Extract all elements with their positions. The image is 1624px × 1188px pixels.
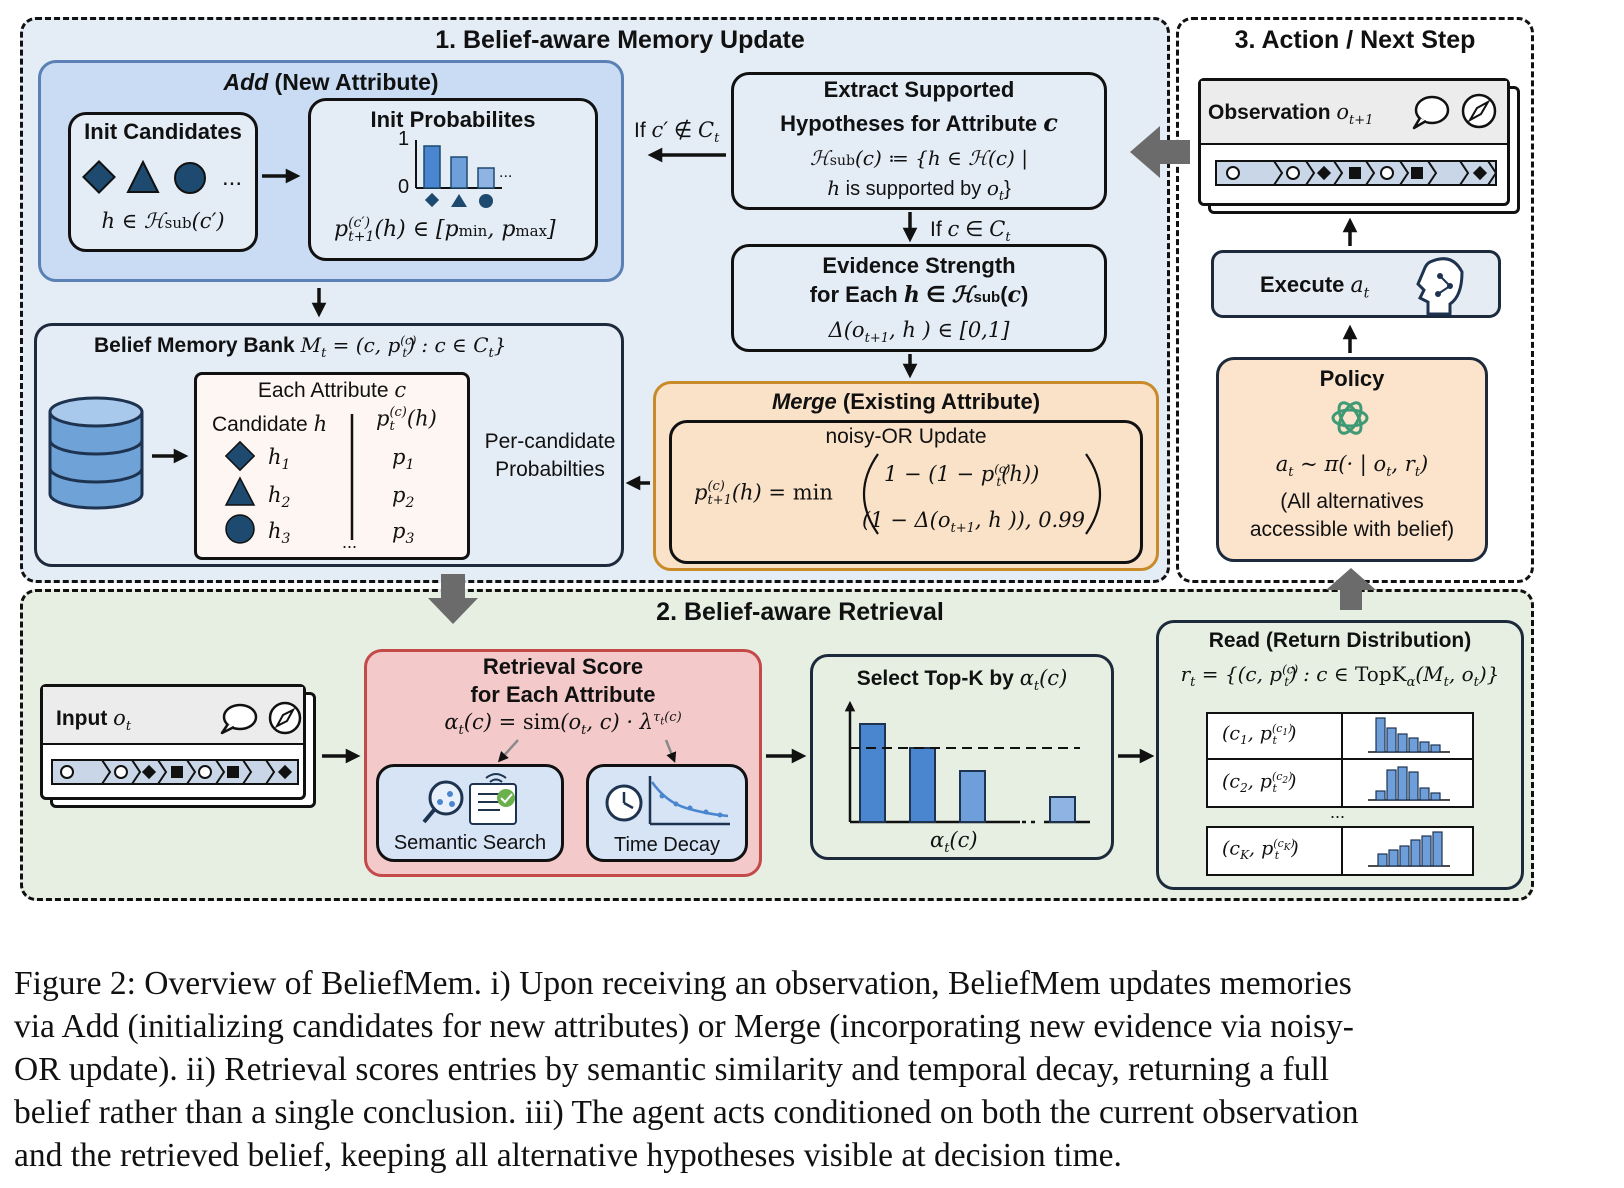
init-prob-mini-chart: [415, 140, 502, 208]
col-candidate: Candidate h: [212, 412, 328, 436]
input-label: Input ot: [56, 706, 132, 735]
figure-caption: Figure 2: Overview of BeliefMem. i) Upon…: [14, 962, 1614, 1177]
section1-title: 1. Belief-aware Memory Update: [435, 26, 805, 54]
col-prob: p(c)t(h): [376, 405, 437, 434]
observation-label: Observation ot+1: [1208, 100, 1374, 129]
candidates-ellipsis: ...: [222, 164, 243, 191]
observation-sequence: [1215, 160, 1498, 186]
row-h1: h1: [268, 445, 291, 474]
topk-bar-chart: [844, 700, 1090, 824]
evidence-formula: Δ(ot+1, h ) ∈ [0,1]: [828, 318, 1010, 347]
read-row-1-label: (c1, p(c1)t ): [1222, 722, 1297, 748]
read-mini-hist-2: [1368, 766, 1450, 801]
caption-line-1: Figure 2: Overview of BeliefMem. i) Upon…: [14, 965, 1352, 1002]
evidence-box: [731, 244, 1107, 352]
execute-label: Execute at: [1260, 272, 1370, 302]
observation-header: [1201, 81, 1507, 145]
gray-arrow-read-to-policy: [1326, 568, 1376, 610]
prob-formula: p(c′)t+1(h) ∈ [pmin, pmax]: [334, 215, 556, 245]
init-candidates-title: Init Candidates: [84, 119, 242, 144]
compass-icon: [1461, 93, 1497, 129]
condition-new-attribute: If c′ ∉ Ct: [634, 118, 720, 147]
row-p2: p2: [392, 483, 415, 512]
input-chat-bubble-icon: [220, 703, 258, 735]
row-h2: h2: [268, 483, 291, 512]
robot-head-icon: [1416, 257, 1464, 316]
merge-formula-bottom: (1 − Δ(ot+1, h )), 0.99: [862, 508, 1085, 537]
noisy-or-title: noisy-OR Update: [825, 425, 987, 448]
read-title: Read (Return Distribution): [1208, 629, 1472, 652]
policy-note-line2: accessible with belief): [1249, 518, 1455, 541]
read-mini-hist-k: [1368, 831, 1450, 867]
prob-axis-one: 1: [398, 128, 410, 150]
policy-formula: at ~ π(· | ot, rt): [1275, 452, 1429, 481]
candidate-diamond-icon: [82, 160, 116, 194]
input-header: [43, 687, 303, 745]
evidence-title-line1: Evidence Strength: [822, 253, 1016, 278]
openai-logo-icon: [1331, 401, 1369, 435]
read-mini-hist-1: [1368, 717, 1450, 753]
extract-formula-line1: ℋsub(c) ≔ {h ∈ ℋ(c) |: [810, 146, 1028, 170]
table-ellipsis: ...: [342, 532, 358, 552]
policy-box: [1216, 357, 1488, 562]
candidate-circle-icon: [174, 162, 206, 194]
select-topk-xlabel: αt(c): [930, 828, 978, 857]
read-row-k-label: (cK, p(cK)t ): [1222, 837, 1299, 863]
row-h3: h3: [268, 519, 291, 548]
caption-line-3: OR update). ii) Retrieval scores entries…: [14, 1051, 1330, 1088]
select-topk-title: Select Top-K by αt(c): [856, 666, 1068, 695]
each-attribute-label: Each Attribute c: [257, 378, 407, 402]
gray-arrow-observation-to-extract: [1130, 126, 1190, 178]
noisy-or-box: [669, 420, 1143, 564]
candidate-triangle-icon: [126, 159, 160, 193]
gray-arrow-memory-to-retrieval: [428, 574, 478, 624]
merge-formula-top: 1 − (1 − p(c)t(h)): [884, 462, 1040, 490]
add-title: Add (New Attribute): [223, 69, 439, 95]
row-p3: p3: [392, 519, 415, 548]
prob-ellipsis: ...: [499, 164, 513, 181]
time-decay-label: Time Decay: [614, 834, 720, 856]
database-icon: [48, 396, 144, 510]
semantic-search-icon: [422, 773, 517, 825]
prob-axis-zero: 0: [398, 176, 410, 198]
input-sequence: [51, 759, 299, 785]
retrieval-formula: αt(c) = sim(ot, c) · λτt(c): [444, 710, 682, 739]
retrieval-title-line1: Retrieval Score: [482, 654, 644, 679]
read-formula: rt = {(c, p(c)t) : c ∈ TopKα(Mt, ot)}: [1180, 662, 1500, 690]
row-triangle-icon: [224, 476, 256, 506]
init-probabilities-title: Init Probabilites: [370, 107, 536, 132]
caption-line-4: belief rather than a single conclusion. …: [14, 1094, 1359, 1131]
read-row-2-label: (c2, p(c2)t ): [1222, 770, 1297, 796]
row-circle-icon: [225, 514, 255, 544]
chat-bubble-icon: [1412, 95, 1450, 130]
row-diamond-icon: [224, 440, 256, 472]
merge-title: Merge (Existing Attribute): [771, 389, 1041, 414]
extract-formula-line2: h is supported by ot}: [827, 176, 1011, 204]
evidence-title-line2: for Each h ∈ ℋsub(c): [809, 282, 1029, 308]
merge-formula-lhs: p(c)t+1(h) = min: [694, 479, 833, 508]
caption-line-5: and the retrieved belief, keeping all al…: [14, 1137, 1122, 1174]
input-compass-icon: [268, 701, 302, 735]
per-candidate-label: Per-candidate Probabilties: [484, 430, 616, 481]
caption-line-2: via Add (initializing candidates for new…: [14, 1008, 1354, 1045]
extract-box: [731, 72, 1107, 210]
candidates-formula: h ∈ ℋsub(c′): [101, 209, 225, 233]
condition-existing-attribute: If c ∈ Ct: [930, 217, 1011, 246]
section3-title: 3. Action / Next Step: [1234, 26, 1476, 54]
section2-title: 2. Belief-aware Retrieval: [656, 598, 944, 626]
semantic-search-label: Semantic Search: [393, 832, 547, 854]
extract-title-line2: Hypotheses for Attribute c: [780, 108, 1058, 137]
extract-title-line1: Extract Supported: [823, 77, 1015, 102]
memory-bank-title: Belief Memory Bank Mt = (c, p(c)t) : c ∈…: [94, 333, 507, 361]
row-p1: p1: [392, 445, 415, 474]
policy-title: Policy: [1319, 366, 1385, 391]
time-decay-icon: [605, 776, 730, 826]
policy-note-line1: (All alternatives: [1280, 490, 1424, 513]
retrieval-title-line2: for Each Attribute: [470, 682, 656, 707]
